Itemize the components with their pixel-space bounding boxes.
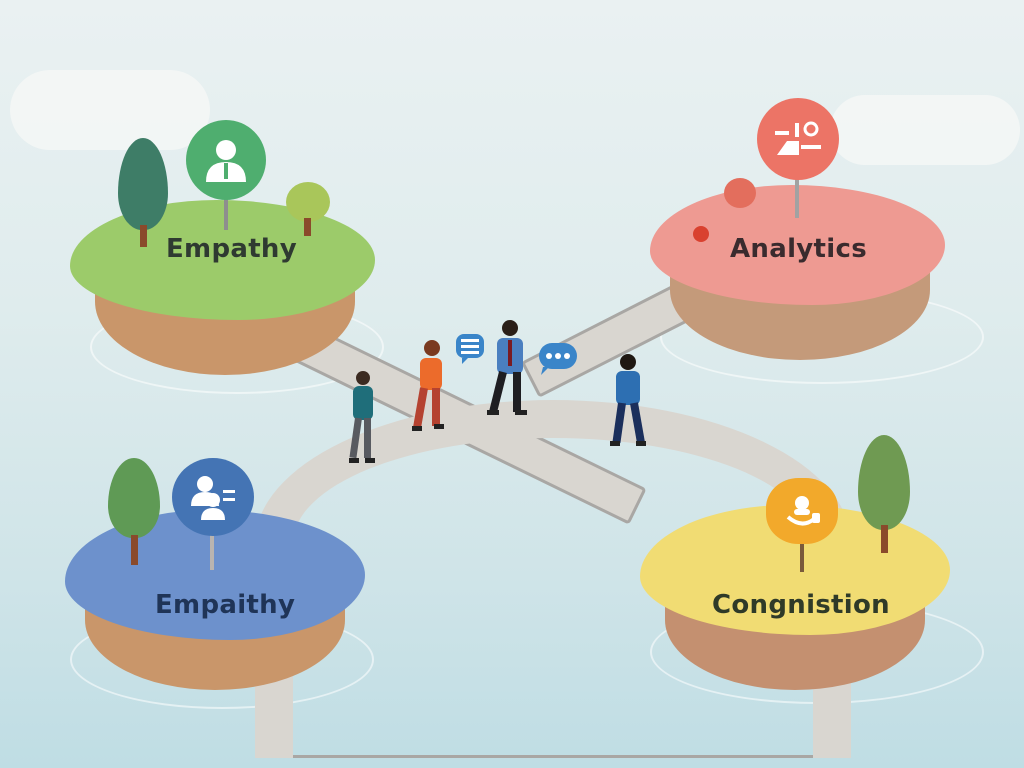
island-label: Congnistion (712, 590, 890, 620)
tree-icon (108, 458, 160, 538)
user-cloud-icon (766, 478, 838, 544)
tree-icon (858, 435, 910, 530)
berry-icon (693, 226, 709, 242)
island-grass (70, 200, 375, 320)
tree-trunk (881, 525, 888, 553)
tree-trunk (140, 225, 147, 247)
sign-pole (210, 530, 214, 570)
person-woman-orange (410, 338, 452, 433)
sign-pole (795, 168, 799, 218)
tree-icon (286, 182, 330, 222)
sign-pole (800, 540, 804, 572)
sign-pole (224, 195, 228, 230)
tree-trunk (304, 218, 311, 236)
person-man-suit (485, 318, 535, 418)
tree-icon (118, 138, 168, 230)
message-dots-icon (539, 343, 577, 375)
island-label: Empaithy (155, 590, 296, 620)
rock-icon (724, 178, 756, 208)
island-label: Analytics (730, 234, 867, 264)
person-man-blue (608, 353, 650, 448)
cloud-right (830, 95, 1020, 165)
person-icon (186, 120, 266, 200)
cloud-left (10, 70, 210, 150)
users-icon (172, 458, 254, 536)
message-lines-icon (456, 334, 484, 364)
analytics-chart-icon (757, 98, 839, 180)
tree-trunk (131, 535, 138, 565)
island-label: Empathy (166, 234, 297, 264)
person-man-teal (345, 370, 385, 465)
